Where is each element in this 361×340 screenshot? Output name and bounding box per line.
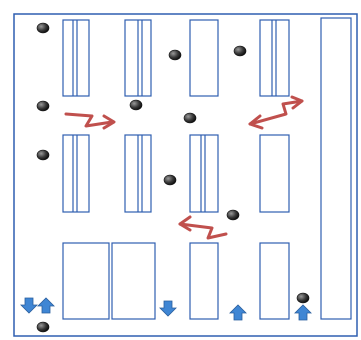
shelf-row-middle <box>62 134 290 213</box>
block-arrow-down <box>20 297 38 314</box>
node-markers <box>36 22 310 333</box>
block-arrow-down <box>159 300 177 317</box>
block-arrow-up <box>37 297 55 314</box>
storage-block <box>111 242 156 320</box>
node-marker <box>226 209 240 221</box>
node-marker <box>129 99 143 111</box>
storage-block <box>62 242 110 320</box>
shelf-unit <box>259 134 290 213</box>
shelf-unit <box>259 19 290 97</box>
node-marker <box>296 292 310 304</box>
shelf-unit <box>124 134 152 213</box>
block-arrow-up <box>294 304 312 321</box>
shelf-unit <box>189 19 219 97</box>
node-marker <box>36 149 50 161</box>
shelf-unit <box>62 134 90 213</box>
squiggle-arrow-left <box>248 95 304 130</box>
storage-block <box>189 242 219 320</box>
node-marker <box>233 45 247 57</box>
node-marker <box>183 112 197 124</box>
shelf-row-bottom <box>62 242 290 320</box>
wall-column <box>320 17 352 320</box>
shelf-unit <box>62 19 90 97</box>
shelf-unit <box>124 19 152 97</box>
squiggle-arrow-right <box>64 112 116 130</box>
storage-block <box>259 242 290 320</box>
node-marker <box>168 49 182 61</box>
shelf-row-top <box>62 19 290 97</box>
red-arrows <box>64 95 304 240</box>
node-marker <box>163 174 177 186</box>
shelf-unit <box>189 134 219 213</box>
node-marker <box>36 321 50 333</box>
node-marker <box>36 22 50 34</box>
squiggle-arrow-left-lower <box>178 215 228 240</box>
blue-arrows <box>20 297 312 321</box>
room-boundary <box>13 13 358 337</box>
block-arrow-up <box>229 304 247 321</box>
node-marker <box>36 100 50 112</box>
